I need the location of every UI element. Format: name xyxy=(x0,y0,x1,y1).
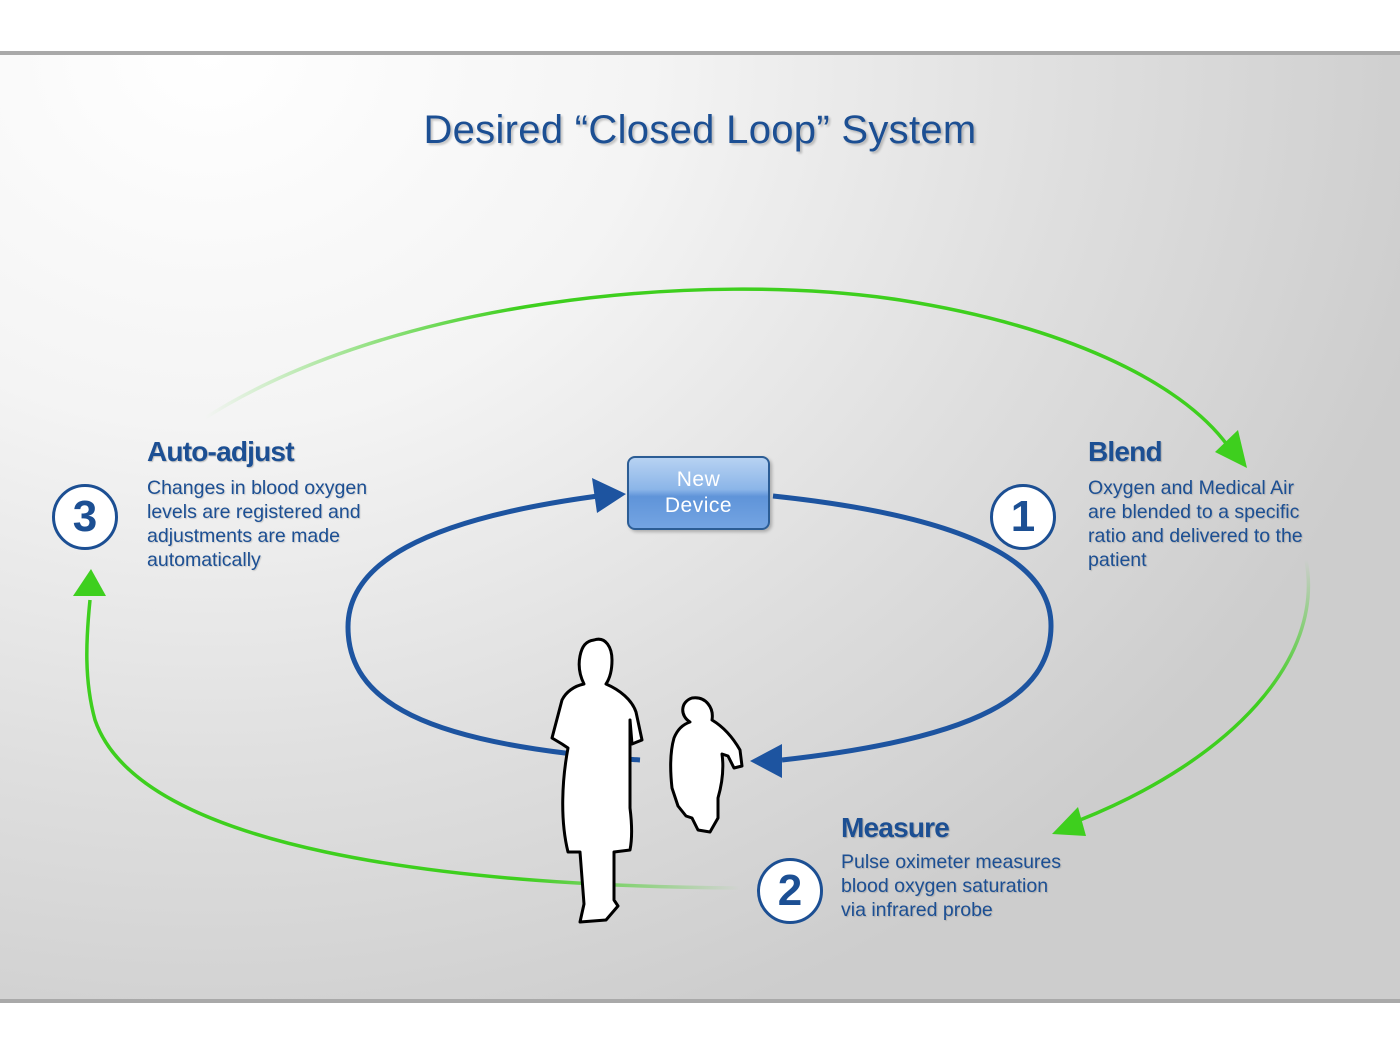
bottom-rule xyxy=(0,999,1400,1003)
step-description-line: patient xyxy=(1088,549,1147,571)
step-description-line: Changes in blood oxygen xyxy=(147,477,368,499)
loop-arrowhead-to-patient xyxy=(750,744,782,778)
green-arc-measure-to-auto-adjust xyxy=(85,599,741,890)
step-description-line: are blended to a specific xyxy=(1088,501,1300,523)
step-description-line: automatically xyxy=(147,549,261,571)
step-description-line: via infrared probe xyxy=(841,899,993,921)
step-description-line: levels are registered and xyxy=(147,501,361,523)
infant-silhouette-icon xyxy=(669,696,744,834)
page-title: Desired “Closed Loop” System xyxy=(423,108,977,152)
green-arrowhead-auto-adjust xyxy=(73,569,106,596)
step-description-auto-adjust: Changes in blood oxygen levels are regis… xyxy=(147,476,367,572)
device-label-line-2: Device xyxy=(664,494,733,517)
step-description-measure: Pulse oximeter measures blood oxygen sat… xyxy=(841,850,1061,922)
green-arrowhead-measure xyxy=(1052,807,1086,836)
step-description-line: ratio and delivered to the xyxy=(1088,525,1303,547)
loop-arc-top-right xyxy=(772,493,1054,763)
loop-arrowhead-to-device xyxy=(592,478,626,513)
top-rule xyxy=(0,51,1400,55)
step-description-line: Oxygen and Medical Air xyxy=(1088,477,1294,499)
green-arc-auto-adjust-to-blend xyxy=(204,287,1230,448)
step-description-line: Pulse oximeter measures xyxy=(841,851,1062,873)
loop-arc-bottom-left xyxy=(345,493,641,763)
inner-feedback-loop xyxy=(345,478,1054,778)
step-heading-measure: Measure xyxy=(841,812,950,843)
outer-process-arrows xyxy=(73,287,1311,890)
step-badge-3: 3 xyxy=(52,484,118,550)
green-arrowhead-blend xyxy=(1215,430,1247,468)
new-device-box: New Device xyxy=(627,456,770,530)
step-description-blend: Oxygen and Medical Air are blended to a … xyxy=(1088,476,1303,572)
step-heading-blend: Blend xyxy=(1088,436,1163,467)
step-description-line: adjustments are made xyxy=(147,525,340,547)
step-heading-auto-adjust: Auto-adjust xyxy=(147,436,295,467)
step-badge-1: 1 xyxy=(990,484,1056,550)
step-badge-2: 2 xyxy=(757,858,823,924)
device-label-line-1: New xyxy=(676,468,721,491)
adult-silhouette-icon xyxy=(550,637,644,924)
green-arc-blend-to-measure xyxy=(1079,559,1311,822)
step-description-line: blood oxygen saturation xyxy=(841,875,1049,897)
